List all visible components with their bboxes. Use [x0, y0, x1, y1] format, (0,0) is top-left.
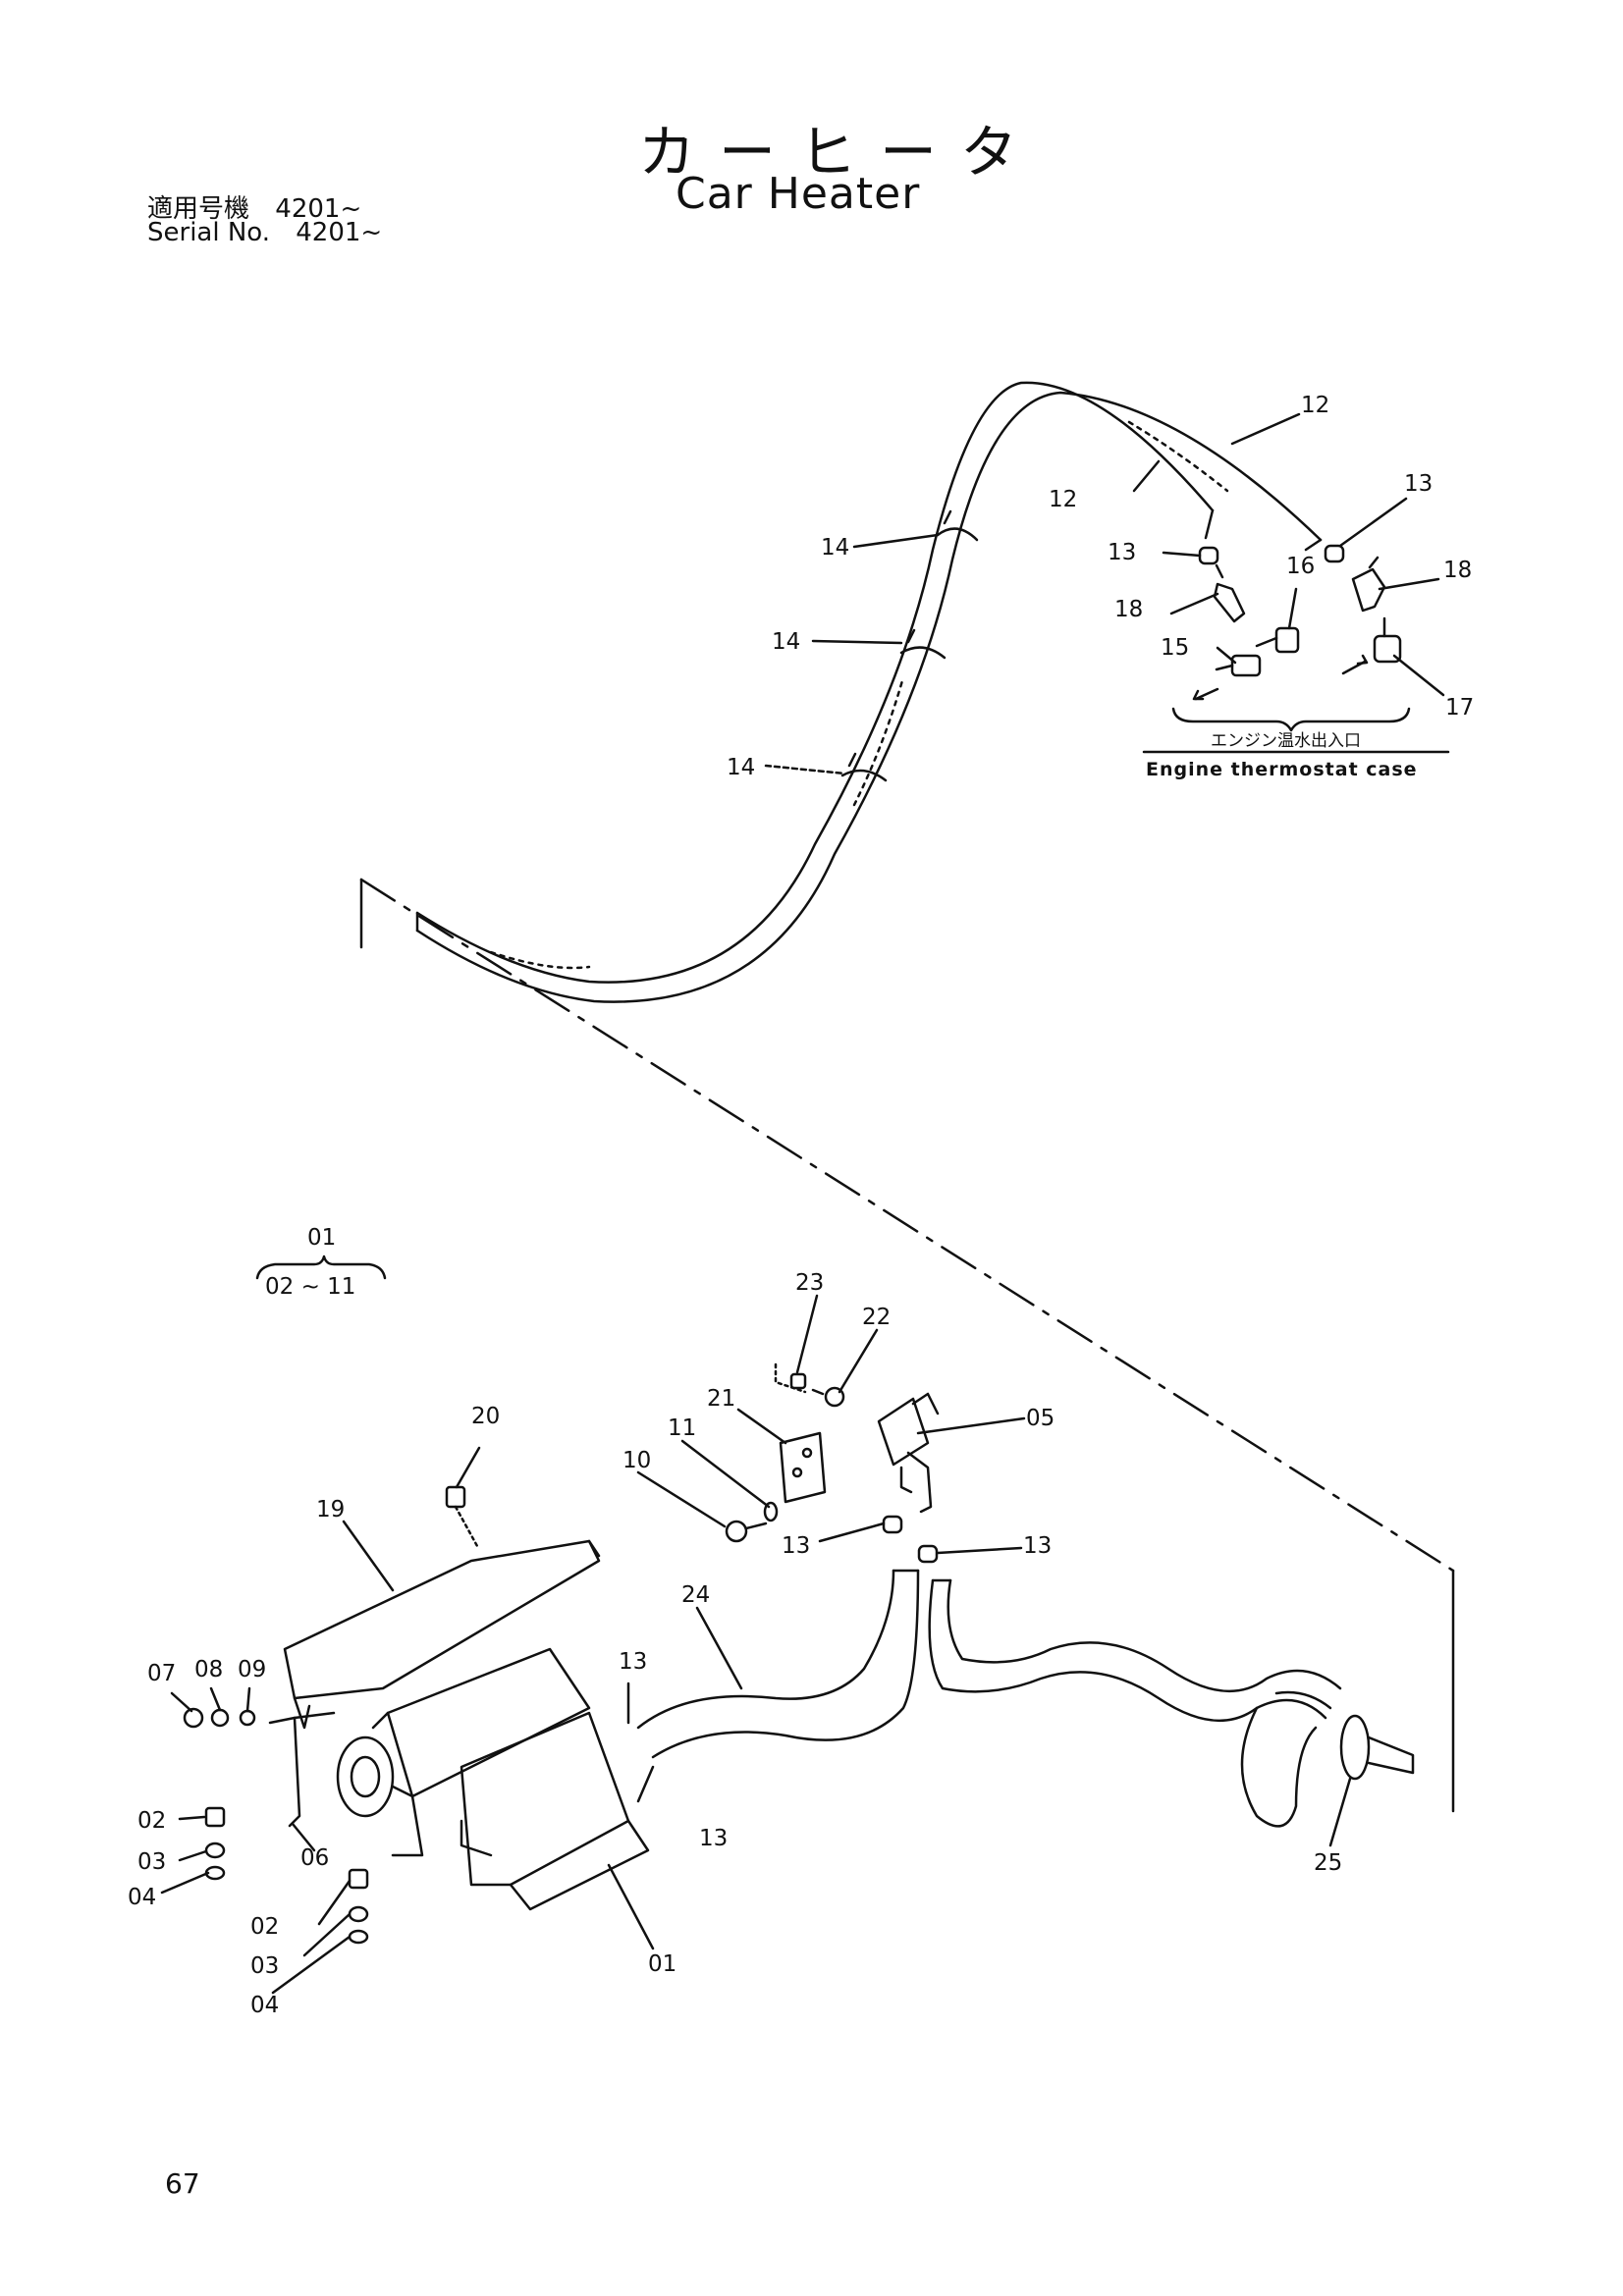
bolt-02a — [204, 1806, 226, 1828]
part-label-10: 10 — [622, 1448, 651, 1473]
washer-08 — [210, 1708, 230, 1728]
part-label-13e: 13 — [619, 1649, 647, 1675]
part-label-12b: 12 — [1049, 487, 1077, 512]
part-label-21: 21 — [707, 1386, 735, 1412]
serial-label-en: Serial No. — [147, 218, 270, 247]
washer-03b — [348, 1905, 369, 1923]
part-label-13d: 13 — [1023, 1533, 1052, 1559]
serial-value-en: 4201~ — [296, 218, 383, 247]
hose-clamp-14a — [936, 509, 979, 542]
washer-04b — [348, 1929, 369, 1945]
screw-22 — [811, 1386, 845, 1408]
part-label-03b: 03 — [250, 1953, 279, 1979]
part-label-09: 09 — [238, 1657, 266, 1682]
heater-cover-19 — [283, 1539, 601, 1730]
part-label-22: 22 — [862, 1305, 891, 1330]
part-label-24: 24 — [681, 1582, 710, 1608]
part-label-14a: 14 — [821, 535, 849, 561]
bolt-02b — [348, 1868, 369, 1890]
serial-value-jp: 4201~ — [275, 194, 362, 224]
nut-07 — [183, 1707, 204, 1729]
part-label-13b: 13 — [1108, 540, 1136, 565]
page-title-en: Car Heater — [676, 169, 921, 219]
connector-15 — [1215, 654, 1262, 677]
part-label-04b: 04 — [250, 1993, 279, 2018]
engine-caption-brace — [1171, 707, 1411, 732]
part-label-13a: 13 — [1404, 471, 1433, 497]
part-label-11: 11 — [668, 1415, 696, 1441]
clip-23 — [789, 1372, 807, 1390]
serial-row-en: Serial No. 4201~ — [147, 218, 382, 247]
heater-unit-01 — [336, 1647, 650, 1911]
serial-row-jp: 適用号機 4201~ — [147, 188, 361, 225]
elbow-fitting-18a — [1213, 563, 1246, 623]
part-label-23: 23 — [795, 1270, 824, 1296]
washer-11 — [763, 1501, 779, 1522]
part-label-18b: 18 — [1443, 558, 1472, 583]
assembly-note-bottom: 02 ~ 11 — [265, 1274, 355, 1300]
hose-clamp-13b — [1324, 544, 1345, 563]
part-label-02b: 02 — [250, 1914, 279, 1940]
part-label-02a: 02 — [137, 1808, 166, 1834]
hose-clamp-14c — [840, 752, 888, 782]
assembly-dash-frame — [359, 878, 1455, 1813]
assembly-note-brace — [255, 1255, 387, 1280]
flow-arrow-out — [1194, 687, 1219, 701]
hose-clamp-13d — [917, 1544, 939, 1564]
part-labels: 12 12 13 13 14 14 14 15 16 17 18 18 23 2… — [128, 393, 1474, 2018]
part-label-12a: 12 — [1301, 393, 1329, 418]
lower-hose-pair — [636, 1569, 1342, 1828]
part-label-17: 17 — [1445, 695, 1474, 721]
engine-caption-en: Engine thermostat case — [1146, 759, 1418, 780]
part-label-25: 25 — [1314, 1850, 1342, 1876]
nipple-17 — [1373, 616, 1402, 664]
part-label-01: 01 — [648, 1951, 676, 1977]
part-label-13c: 13 — [782, 1533, 810, 1559]
washer-03a — [204, 1842, 226, 1859]
part-label-20: 20 — [471, 1404, 500, 1429]
serial-label-jp: 適用号機 — [147, 194, 250, 224]
engine-caption-jp: エンジン温水出入口 — [1211, 731, 1361, 751]
hose-clamp-14b — [899, 628, 947, 660]
part-label-18a: 18 — [1114, 597, 1143, 622]
part-label-13f: 13 — [699, 1826, 728, 1851]
grommet-25 — [1339, 1714, 1415, 1781]
part-label-14b: 14 — [772, 629, 800, 655]
part-label-03a: 03 — [137, 1849, 166, 1875]
part-label-19: 19 — [316, 1497, 345, 1522]
part-label-04a: 04 — [128, 1885, 156, 1910]
assembly-note-top: 01 — [307, 1225, 336, 1251]
page-title-jp: カーヒータ — [638, 119, 1042, 186]
bolt-20 — [445, 1485, 479, 1548]
bolt-10 — [725, 1520, 768, 1543]
valve-05 — [877, 1392, 940, 1514]
stay-bracket-06 — [268, 1711, 336, 1828]
part-label-06: 06 — [300, 1845, 329, 1871]
part-label-15: 15 — [1161, 635, 1189, 661]
part-label-05: 05 — [1026, 1406, 1055, 1431]
hose-clamp-13c — [882, 1515, 903, 1534]
part-label-14c: 14 — [727, 755, 755, 780]
elbow-fitting-18b — [1351, 556, 1386, 613]
part-label-08: 08 — [194, 1657, 223, 1682]
nipple-16 — [1255, 626, 1300, 654]
upper-hose-pair — [415, 381, 1323, 1003]
part-label-07: 07 — [147, 1661, 176, 1686]
page-number: 67 — [165, 2167, 200, 2200]
part-label-16: 16 — [1286, 554, 1315, 579]
washer-09 — [239, 1709, 256, 1727]
hose-clamp-13a — [1198, 546, 1219, 565]
bracket-21 — [779, 1431, 827, 1504]
